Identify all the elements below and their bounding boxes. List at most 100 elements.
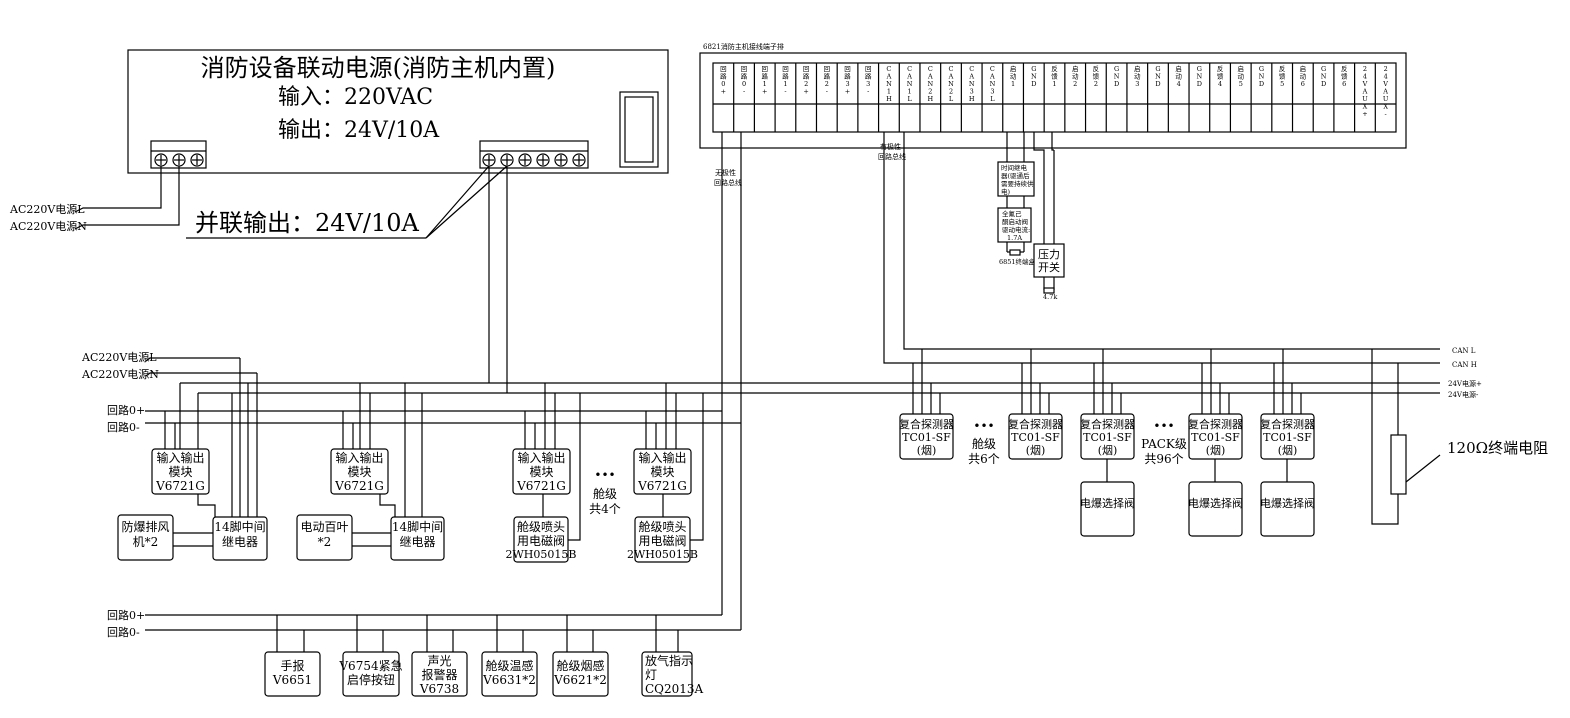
svg-text:输入输出: 输入输出 — [335, 450, 383, 465]
io-module-3: 输入输出 模块 V6721G — [512, 448, 571, 495]
time-relay — [997, 161, 1035, 197]
io-module-1: 输入输出 模块 V6721G — [151, 448, 210, 495]
ac-n-label: AC220V电源N — [9, 219, 87, 233]
bus-lines: CAN L CAN H 24V电源+ 24V电源- AC220V电源L AC22… — [81, 132, 1482, 639]
exhaust-fan: 防爆排风 机*2 — [117, 514, 174, 561]
svg-text:模块: 模块 — [168, 465, 192, 479]
svg-text:2WH05015B: 2WH05015B — [506, 548, 577, 561]
svg-text:2WH05015B: 2WH05015B — [627, 548, 698, 561]
svg-text:手报: 手报 — [280, 658, 304, 673]
end-box-resistor — [1009, 249, 1021, 256]
composite-detector-4: 复合探测器 TC01-SF (烟) — [1188, 413, 1243, 460]
electric-louver: 电动百叶 *2 — [296, 514, 353, 561]
svg-text:继电器: 继电器 — [399, 535, 435, 549]
svg-text:*2: *2 — [318, 535, 332, 549]
sound-light-alarm: 声光 报警器 V6738 — [411, 651, 468, 697]
svg-text:舱级喷头: 舱级喷头 — [638, 520, 686, 534]
selector-valve-2: 电爆选择阀 — [1188, 481, 1243, 537]
svg-text:•••: ••• — [973, 419, 994, 433]
svg-text:电爆选择阀: 电爆选择阀 — [1260, 496, 1315, 510]
manual-call-point: 手报 V6651 — [264, 651, 321, 697]
svg-text:电动百叶: 电动百叶 — [300, 520, 348, 534]
composite-detector-3: 复合探测器 TC01-SF (烟) — [1080, 413, 1135, 460]
io-module-2: 输入输出 模块 V6721G — [330, 448, 389, 495]
composite-detector-1: 复合探测器 TC01-SF (烟) — [899, 413, 954, 460]
svg-text:V6631*2: V6631*2 — [482, 673, 536, 687]
svg-text:V6721G: V6721G — [516, 479, 566, 493]
selector-valve-1: 电爆选择阀 — [1080, 481, 1135, 537]
svg-text:电爆选择阀: 电爆选择阀 — [1188, 496, 1243, 510]
loop-plus-label-1: 回路0+ — [107, 404, 145, 417]
power-supply: 消防设备联动电源(消防主机内置) 输入：220VAC 输出：24V/10A AC… — [9, 49, 669, 393]
svg-text:V6721G: V6721G — [637, 479, 687, 493]
resistor-4-7k — [1043, 287, 1055, 294]
svg-text:机*2: 机*2 — [133, 535, 159, 549]
ac-l-label: AC220V电源L — [9, 202, 85, 216]
composite-detector-5: 复合探测器 TC01-SF (烟) — [1260, 413, 1315, 460]
svg-text:V6721G: V6721G — [155, 479, 205, 493]
time-relay-l1: 时间继电 — [1001, 163, 1028, 172]
svg-text:复合探测器: 复合探测器 — [1008, 417, 1063, 431]
v24-minus-label: 24V电源- — [1448, 390, 1479, 399]
svg-text:TC01-SF: TC01-SF — [1191, 431, 1240, 444]
svg-text:输入输出: 输入输出 — [156, 450, 204, 465]
svg-text:共96个: 共96个 — [1144, 452, 1183, 466]
time-relay-l2: 器(驱通后 — [1001, 171, 1030, 180]
loop-plus-label-2: 回路0+ — [107, 609, 145, 622]
svg-text:输入输出: 输入输出 — [517, 450, 565, 465]
polar-label-1: 有极性 — [880, 142, 901, 151]
discharge-indicator-lamp: 放气指示 灯 CQ2013A — [641, 651, 704, 697]
svg-text:•••: ••• — [1153, 419, 1174, 433]
svg-text:电爆选择阀: 电爆选择阀 — [1080, 496, 1135, 510]
nonpolar-label-2: 回路总线 — [714, 178, 742, 187]
svg-text:TC01-SF: TC01-SF — [1263, 431, 1312, 444]
svg-text:模块: 模块 — [529, 465, 553, 479]
io-module-4: 输入输出 模块 V6721G — [633, 448, 692, 495]
solenoid-valve-2: 舱级喷头 用电磁阀 2WH05015B — [627, 516, 698, 563]
svg-text:(烟): (烟) — [1278, 443, 1298, 457]
power-supply-output: 输出：24V/10A — [278, 118, 440, 143]
module-group: 输入输出 模块 V6721G 输入输出 模块 V6721G 输入输出 模块 V6… — [117, 358, 704, 563]
power-supply-input: 输入：220VAC — [278, 85, 433, 110]
selector-valve-3: 电爆选择阀 — [1260, 481, 1315, 537]
svg-text:继电器: 继电器 — [222, 535, 258, 549]
terminal-strip-title: 6821消防主机接线端子排 — [703, 42, 784, 51]
v24-plus-label: 24V电源+ — [1448, 379, 1482, 388]
nonpolar-label-1: 无极性 — [715, 168, 736, 177]
svg-text:防爆排风: 防爆排风 — [121, 519, 169, 534]
svg-text:TC01-SF: TC01-SF — [1011, 431, 1060, 444]
loop-minus-label-1: 回路0- — [107, 421, 140, 434]
end-box-label: 6851终端盒 — [999, 257, 1036, 266]
terminal-screws-ac — [154, 153, 204, 167]
can-l-label: CAN L — [1452, 347, 1476, 355]
loop-minus-label-2: 回路0- — [107, 626, 140, 639]
composite-detector-2: 复合探测器 TC01-SF (烟) — [1008, 413, 1063, 460]
bus-ac-n-label: AC220V电源N — [81, 367, 159, 381]
extinguishing-chain: 时间继电 器(驱通后 需要持续供 电) 全氟己 酮启动阀 驱动电流: 1.7A … — [997, 132, 1065, 301]
loop-device-group: 手报 V6651 V6754紧急 启停按钮 声光 报警器 V6738 舱级温感 … — [264, 615, 704, 697]
svg-text:启停按钮: 启停按钮 — [347, 672, 395, 687]
svg-text:模块: 模块 — [650, 465, 674, 479]
solenoid-valve-1: 舱级喷头 用电磁阀 2WH05015B — [506, 516, 577, 563]
